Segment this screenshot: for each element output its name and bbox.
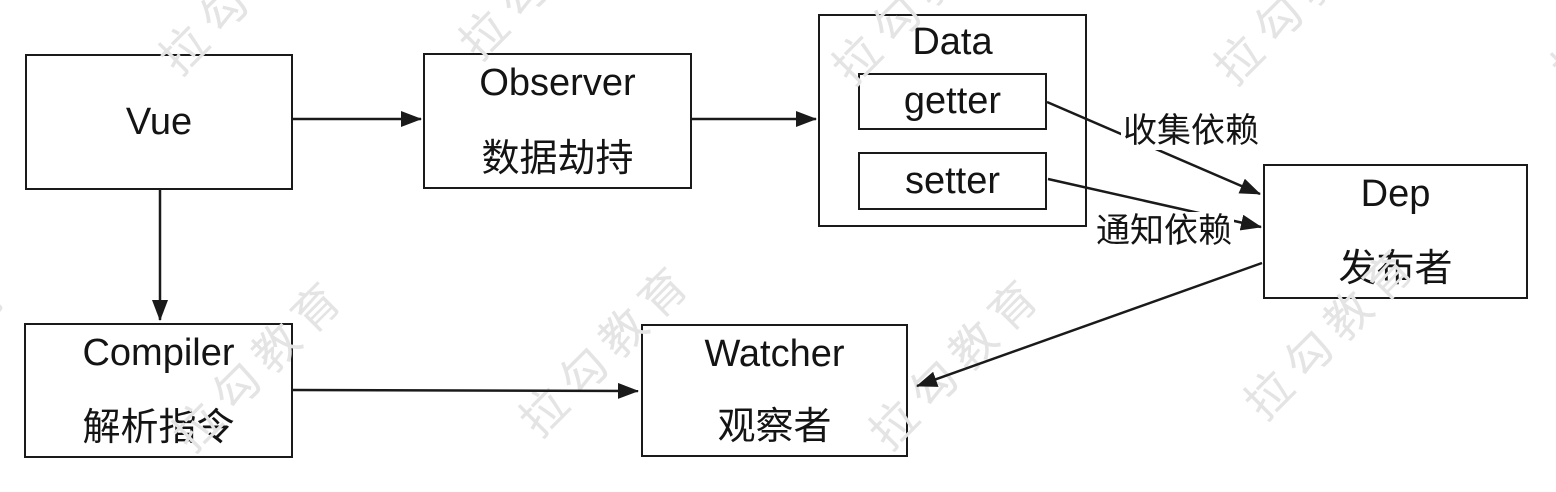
watermark-text: 拉勾教育 — [1534, 0, 1556, 98]
node-watcher-label: Watcher — [704, 333, 845, 375]
node-getter-label: getter — [903, 80, 1002, 122]
node-vue-label: Vue — [125, 101, 193, 143]
watermark-text: 拉勾教育 — [0, 262, 22, 458]
node-observer-label: Observer — [479, 62, 636, 104]
node-compiler-label: Compiler — [82, 332, 235, 374]
node-setter-label: setter — [904, 159, 1001, 202]
node-dep-label: Dep — [1360, 173, 1431, 215]
node-compiler-sublabel: 解析指令 — [82, 407, 235, 449]
edge-label-collect-dependencies: 收集依赖 — [1121, 112, 1261, 150]
node-setter: setter — [858, 152, 1047, 210]
watermark-text: 拉勾教育 — [1197, 0, 1402, 98]
node-dep: Dep 发布者 — [1263, 164, 1528, 299]
node-dep-sublabel: 发布者 — [1338, 248, 1453, 290]
edge-dep-to-watcher — [916, 261, 1263, 388]
node-watcher-sublabel: 观察者 — [717, 406, 832, 448]
node-getter: getter — [858, 73, 1047, 130]
edge-compiler-to-watcher — [292, 382, 639, 399]
node-compiler: Compiler 解析指令 — [24, 323, 293, 458]
node-watcher: Watcher 观察者 — [641, 324, 908, 457]
node-observer-sublabel: 数据劫持 — [481, 138, 634, 180]
node-observer: Observer 数据劫持 — [423, 53, 692, 189]
edge-label-notify-dependencies: 通知依赖 — [1094, 212, 1234, 250]
node-vue: Vue — [25, 54, 293, 190]
node-data-label: Data — [912, 21, 993, 63]
